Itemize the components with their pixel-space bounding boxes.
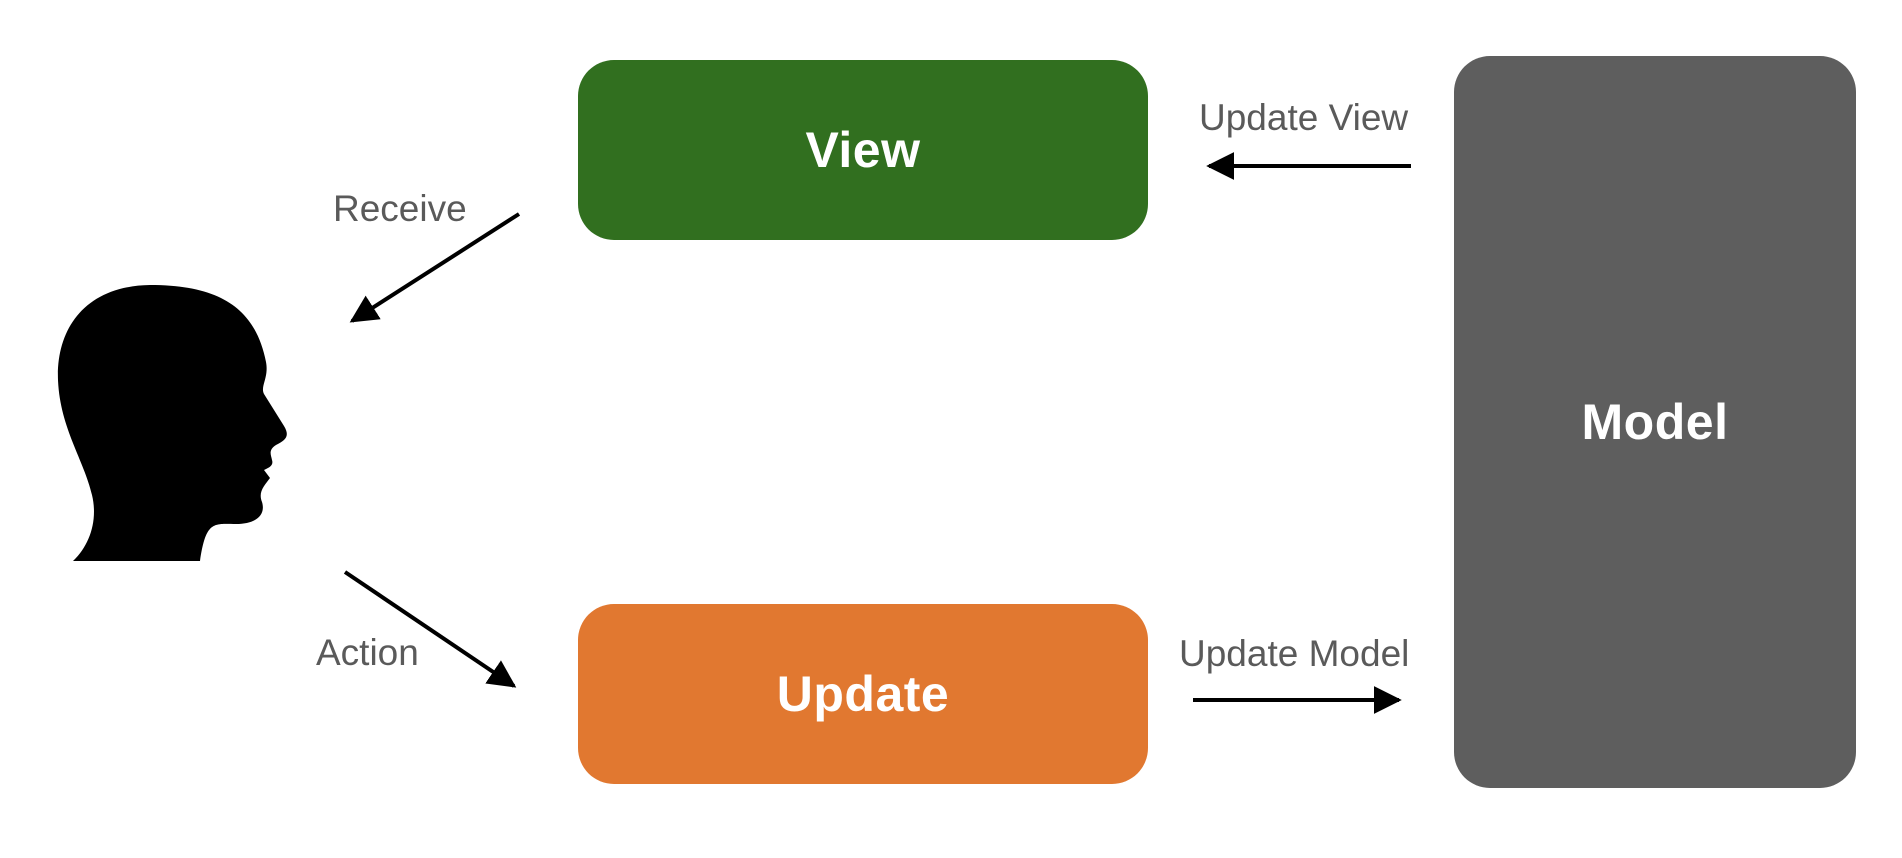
update-model-edge-label: Update Model xyxy=(1179,633,1410,674)
receive-arrow xyxy=(349,212,521,323)
update-view-edge-label: Update View xyxy=(1199,97,1409,138)
update-node-label: Update xyxy=(776,666,950,722)
receive-edge-label: Receive xyxy=(333,188,467,229)
action-edge-label: Action xyxy=(316,632,419,673)
model-node: Model xyxy=(1454,56,1856,788)
view-node-label: View xyxy=(805,122,921,178)
action-arrow xyxy=(343,570,517,688)
person-head-silhouette-icon xyxy=(57,285,287,561)
view-node: View xyxy=(578,60,1148,240)
update-node: Update xyxy=(578,604,1148,784)
model-node-label: Model xyxy=(1581,394,1729,450)
